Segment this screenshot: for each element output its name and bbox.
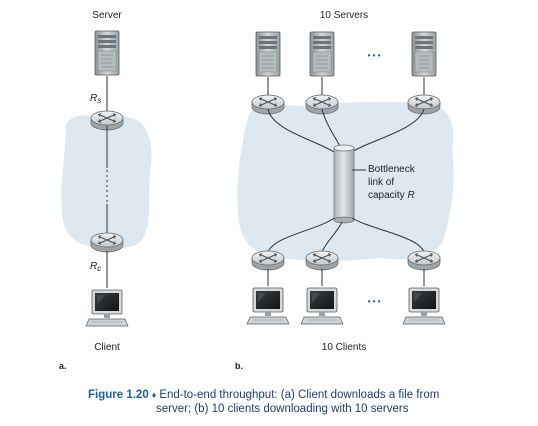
core-link	[267, 108, 335, 153]
clients-ellipsis: • • •	[367, 297, 381, 306]
rc-label: Rc	[90, 261, 101, 275]
client-computer-icon	[402, 287, 446, 325]
rs-subscript: s	[97, 96, 102, 105]
server-icon	[94, 30, 120, 76]
router-icon	[305, 94, 339, 115]
bottleneck-label-line1: Bottleneck	[368, 164, 415, 175]
router-icon	[407, 94, 441, 115]
client-computer-icon	[300, 287, 344, 325]
panel-b-letter: b.	[235, 361, 243, 371]
core-link	[351, 108, 425, 153]
network-cloud-a	[61, 113, 152, 249]
core-link	[321, 221, 343, 253]
router-icon	[407, 250, 441, 271]
caption-line-1: End-to-end throughput: (a) Client downlo…	[159, 389, 440, 401]
clients-label: 10 Clients	[321, 342, 367, 353]
core-link	[267, 217, 335, 253]
core-link	[351, 217, 425, 253]
router-icon	[251, 94, 285, 115]
figure-caption: Figure 1.20♦End-to-end throughput: (a) C…	[88, 388, 439, 416]
capacity-text: capacity	[368, 190, 408, 201]
caption-diamond-icon: ♦	[151, 390, 157, 400]
bottleneck-label-line3: capacity R	[368, 190, 415, 202]
bottleneck-link	[333, 144, 355, 224]
server-label: Server	[92, 10, 122, 21]
servers-ellipsis: • • •	[367, 51, 381, 60]
figure-number: Figure 1.20	[88, 389, 149, 401]
client-computer-icon	[85, 289, 129, 327]
server-icon	[411, 31, 437, 77]
rc-main: R	[90, 261, 98, 272]
client-label: Client	[94, 342, 120, 353]
capacity-r: R	[407, 190, 415, 201]
rs-label: Rs	[90, 93, 101, 107]
router-icon	[251, 250, 285, 271]
server-icon	[255, 31, 281, 77]
bottleneck-label-line2: link of	[368, 177, 395, 188]
server-icon	[309, 31, 335, 77]
rc-subscript: c	[97, 264, 102, 273]
panel-a-letter: a.	[59, 361, 67, 371]
rs-main: R	[90, 93, 98, 104]
router-icon	[305, 250, 339, 271]
router-icon	[90, 232, 124, 253]
servers-label: 10 Servers	[319, 10, 369, 21]
caption-line-2: server; (b) 10 clients downloading with …	[156, 403, 409, 415]
client-computer-icon	[246, 287, 290, 325]
